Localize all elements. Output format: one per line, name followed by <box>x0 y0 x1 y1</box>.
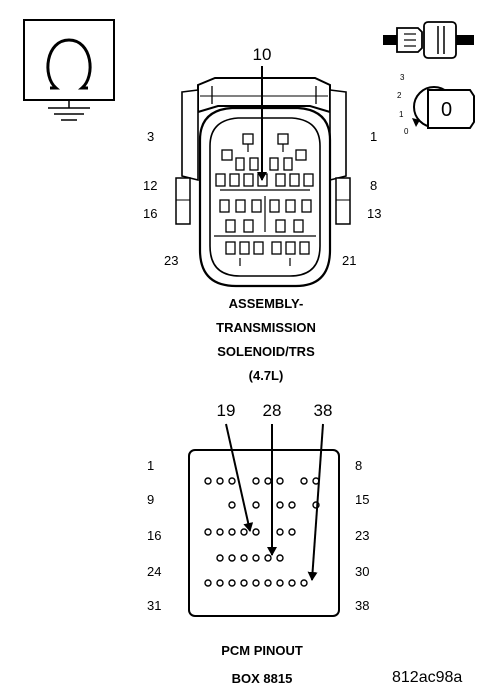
pcm-pin <box>276 579 284 587</box>
pin-label-8: 8 <box>370 178 377 193</box>
pcm-pin <box>300 477 308 485</box>
callout-arrow-38 <box>307 423 324 581</box>
pcm-pin <box>276 501 284 509</box>
pcm-right-label-38: 38 <box>355 598 369 613</box>
pcm-pin <box>252 528 260 536</box>
pcm-pin <box>276 528 284 536</box>
callout-pin-10: 10 <box>253 45 272 64</box>
pin-label-21: 21 <box>342 253 356 268</box>
pcm-left-label-16: 16 <box>147 528 161 543</box>
pcm-pin <box>228 477 236 485</box>
pcm-pin <box>216 579 224 587</box>
connector-caption-line-4: (4.7L) <box>249 368 284 383</box>
pcm-pin-grid <box>204 477 320 587</box>
pin-label-3: 3 <box>147 129 154 144</box>
pcm-right-label-23: 23 <box>355 528 369 543</box>
pcm-pin <box>216 528 224 536</box>
pcm-pin <box>264 477 272 485</box>
pcm-pin <box>240 579 248 587</box>
pcm-right-label-15: 15 <box>355 492 369 507</box>
connector-caption-line-3: SOLENOID/TRS <box>217 344 315 359</box>
pcm-pin <box>288 528 296 536</box>
pcm-pin <box>228 528 236 536</box>
connector-probe-icon <box>383 21 474 59</box>
pin-label-23: 23 <box>164 253 178 268</box>
pcm-caption-line-2: BOX 8815 <box>232 671 293 686</box>
pcm-pin <box>252 501 260 509</box>
pcm-right-label-30: 30 <box>355 564 369 579</box>
pcm-pin <box>300 579 308 587</box>
pcm-caption-line-1: PCM PINOUT <box>221 643 303 658</box>
transmission-solenoid-connector <box>175 66 351 288</box>
pcm-pin <box>288 501 296 509</box>
pin-label-1: 1 <box>370 129 377 144</box>
pcm-pin <box>204 477 212 485</box>
pcm-pin <box>252 554 260 562</box>
callout-pin-19: 19 <box>217 401 236 420</box>
pcm-pin <box>276 554 284 562</box>
pin-label-16: 16 <box>143 206 157 221</box>
pcm-pin <box>264 554 272 562</box>
pcm-pin <box>240 528 248 536</box>
pcm-pin <box>276 477 284 485</box>
ignition-key-icon: 3 2 1 0 0 <box>397 73 475 136</box>
pcm-pin <box>216 477 224 485</box>
pcm-left-label-1: 1 <box>147 458 154 473</box>
key-pos-2: 2 <box>397 91 402 100</box>
ohmmeter-ground-icon <box>23 19 115 121</box>
pcm-pin <box>264 579 272 587</box>
callout-pin-38: 38 <box>314 401 333 420</box>
pin-label-12: 12 <box>143 178 157 193</box>
callout-arrow-19 <box>225 423 254 532</box>
pcm-left-label-9: 9 <box>147 492 154 507</box>
pcm-pin <box>204 579 212 587</box>
pcm-right-label-8: 8 <box>355 458 362 473</box>
pcm-pinout-box <box>188 449 340 617</box>
key-pos-0: 0 <box>404 127 409 136</box>
pcm-pin <box>228 579 236 587</box>
key-center-label: 0 <box>441 99 452 121</box>
callout-pin-28: 28 <box>263 401 282 420</box>
pcm-left-label-31: 31 <box>147 598 161 613</box>
pcm-pin <box>204 528 212 536</box>
pcm-pin <box>288 579 296 587</box>
pcm-pin <box>228 501 236 509</box>
key-pos-3: 3 <box>400 73 405 82</box>
pcm-pin <box>240 554 248 562</box>
pcm-pin <box>228 554 236 562</box>
pcm-pin <box>252 579 260 587</box>
pin-label-13: 13 <box>367 206 381 221</box>
key-pos-1: 1 <box>399 110 404 119</box>
pcm-pin <box>216 554 224 562</box>
connector-caption-line-1: ASSEMBLY- <box>229 296 304 311</box>
pcm-left-label-24: 24 <box>147 564 161 579</box>
connector-caption-line-2: TRANSMISSION <box>216 320 316 335</box>
pcm-pin <box>252 477 260 485</box>
figure-id: 812ac98a <box>392 669 462 686</box>
